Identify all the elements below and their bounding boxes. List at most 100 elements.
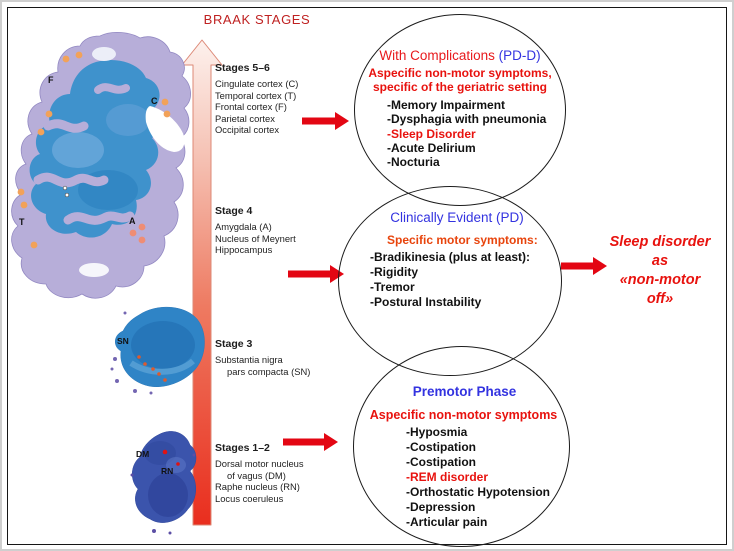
ventricle-white-area bbox=[145, 106, 185, 152]
label-cingulate-cortex: C bbox=[151, 96, 158, 106]
clinically-evident-heading: Clinically Evident (PD) bbox=[347, 210, 567, 225]
stage-structure: Amygdala (A) bbox=[215, 221, 272, 232]
stage-structure: Substantia nigra bbox=[215, 354, 283, 365]
clinically-evident-heading-main: Clinically Evident bbox=[390, 210, 493, 225]
stage-structure: Locus coeruleus bbox=[215, 492, 284, 504]
ventricle-white-area bbox=[92, 47, 116, 61]
stage-structure: pars compacta (SN) bbox=[227, 365, 311, 377]
clinically-evident-heading-pd: (PD) bbox=[492, 210, 524, 225]
medulla-dark-patch bbox=[148, 473, 188, 517]
figure-title: BRAAK STAGES bbox=[203, 12, 311, 27]
midbrain-dark-patch bbox=[131, 321, 195, 369]
motor-symptom-list: -Bradikinesia (plus at least):-Rigidity-… bbox=[370, 250, 530, 310]
symptom-item: -Articular pain bbox=[406, 515, 488, 529]
symptom-item: -Memory Impairment bbox=[387, 98, 506, 112]
motor-symptoms-subtitle: Specific motor symptoms: bbox=[387, 233, 547, 247]
subtitle-line: Aspecific non-motor symptoms, bbox=[368, 66, 552, 80]
symptom-item: -Bradikinesia (plus at least): bbox=[370, 250, 531, 264]
stage-structure: Cingulate cortex (C) bbox=[215, 78, 299, 89]
medulla-light-patch bbox=[166, 457, 186, 473]
rn-dot bbox=[176, 462, 180, 466]
arrow-shaft bbox=[283, 438, 325, 445]
label-frontal-cortex: F bbox=[48, 75, 54, 85]
symptom-item: -Acute Delirium bbox=[387, 140, 476, 155]
premotor-heading: Premotor Phase bbox=[377, 384, 552, 399]
gyrus-fold bbox=[33, 172, 109, 188]
lesion-dots-peach bbox=[17, 51, 171, 249]
arrow-head bbox=[335, 111, 349, 130]
stage-heading: Stage 4 bbox=[215, 205, 253, 217]
white-notch bbox=[79, 263, 109, 277]
tissue-holes bbox=[62, 185, 70, 198]
symptom-item: -Tremor bbox=[370, 280, 415, 294]
symptom-item: -Costipation bbox=[406, 455, 476, 469]
callout-line: Sleep disorder bbox=[609, 234, 711, 250]
midbrain-section: SN bbox=[110, 306, 205, 395]
arrow-to-sleep-disorder-callout bbox=[561, 256, 607, 275]
label-substantia-nigra: SN bbox=[117, 336, 129, 346]
medulla-section: DM RN bbox=[130, 431, 197, 535]
stain-patch bbox=[52, 132, 104, 168]
premotor-heading-main: Premotor Phase bbox=[412, 384, 517, 399]
symptom-item: -Rigidity bbox=[370, 265, 418, 279]
arrow-stage56-to-complications bbox=[302, 111, 349, 130]
label-temporal-cortex: T bbox=[19, 217, 25, 227]
dm-dot bbox=[162, 449, 168, 455]
circle-premotor-phase bbox=[353, 346, 570, 547]
brain-coronal-section: F C T A bbox=[11, 32, 191, 299]
stage-heading: Stages 1–2 bbox=[215, 442, 270, 454]
gyrus-fold bbox=[63, 211, 135, 225]
arrow-shaft bbox=[288, 270, 331, 277]
stage-structure: Raphe nucleus (RN) bbox=[215, 481, 300, 493]
complications-heading: With Complications (PD-D) bbox=[354, 48, 566, 63]
stage-structure: of vagus (DM) bbox=[227, 469, 286, 481]
stage-structure: Frontal cortex (F) bbox=[215, 101, 287, 113]
subtitle-line: specific of the geriatric setting bbox=[372, 80, 548, 94]
arrow-head bbox=[593, 256, 607, 275]
stage-heading: Stages 5–6 bbox=[215, 62, 270, 74]
sn-dots bbox=[137, 355, 167, 382]
complications-symptom-list: -Memory Impairment-Dysphagia with pneumo… bbox=[387, 98, 546, 169]
complications-heading-pdd: (PD-D) bbox=[494, 48, 541, 63]
medulla-dark-patch bbox=[144, 441, 176, 465]
label-dorsal-motor-nucleus: DM bbox=[136, 449, 149, 459]
symptom-item: -Dysphagia with pneumonia bbox=[387, 112, 547, 127]
arrow-stage12-to-premotor bbox=[283, 432, 338, 451]
gyrus-fold bbox=[94, 83, 130, 94]
arrow-stage4-to-clinically-evident bbox=[288, 264, 344, 283]
symptom-item: -REM disorder bbox=[406, 470, 489, 484]
stage-structure: Occipital cortex bbox=[215, 124, 280, 136]
stage-heading: Stage 3 bbox=[215, 338, 253, 350]
callout-line: off» bbox=[646, 291, 674, 307]
stain-patch bbox=[106, 104, 150, 136]
stage-structure: Temporal cortex (T) bbox=[215, 89, 297, 101]
gyrus-fold bbox=[43, 119, 89, 133]
symptom-item: -Depression bbox=[406, 500, 476, 514]
stage-structure: Dorsal motor nucleus bbox=[215, 458, 304, 469]
stage-structure: Nucleus of Meynert bbox=[215, 232, 296, 244]
arrow-head bbox=[324, 432, 338, 451]
subtitle-line: Aspecific non-motor symptoms bbox=[369, 408, 558, 422]
premotor-subtitle: Aspecific non-motor symptoms bbox=[366, 408, 561, 422]
arrow-shaft bbox=[561, 262, 594, 269]
symptom-item: -Sleep Disorder bbox=[387, 126, 476, 141]
callout-line: «non-motor bbox=[619, 272, 701, 288]
stage-structures: Cingulate cortex (C)Temporal cortex (T)F… bbox=[215, 78, 340, 136]
callout-line: as bbox=[651, 253, 669, 269]
complications-subtitle: Aspecific non-motor symptoms,specific of… bbox=[354, 66, 566, 94]
label-amygdala: A bbox=[129, 216, 136, 226]
lesion-dots-amygdala bbox=[129, 223, 146, 244]
symptom-item: -Postural Instability bbox=[370, 295, 482, 309]
sleep-disorder-callout: Sleep disorder as «non-motor off» bbox=[598, 233, 722, 309]
fringe-specks bbox=[110, 311, 153, 395]
stage-structure: Parietal cortex bbox=[215, 112, 275, 124]
symptom-item: -Hyposmia bbox=[406, 425, 468, 439]
subtitle-line: Specific motor symptoms: bbox=[387, 233, 538, 247]
arrow-shaft bbox=[302, 117, 336, 124]
stage-structure: Hippocampus bbox=[215, 244, 273, 256]
